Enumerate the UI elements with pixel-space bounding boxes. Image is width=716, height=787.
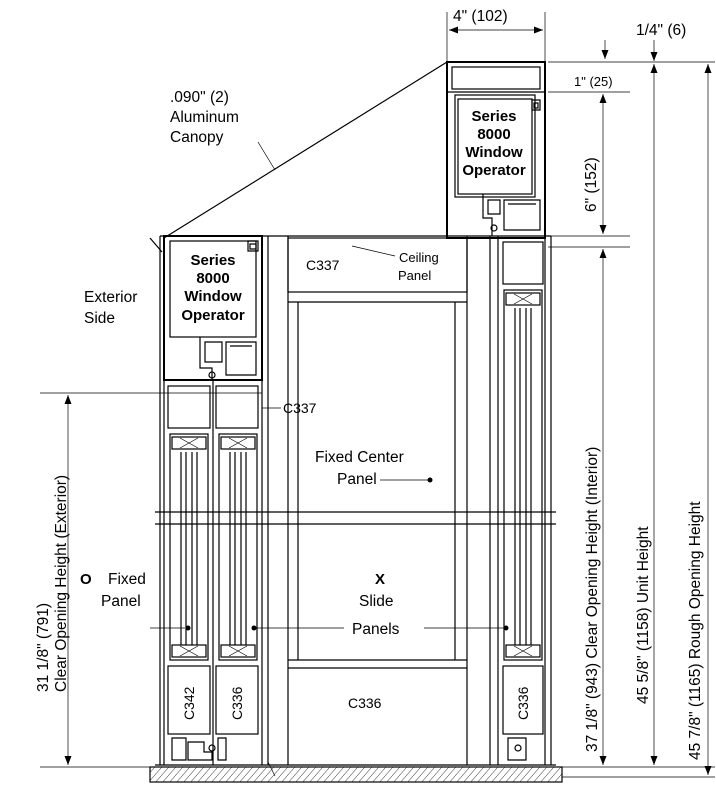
width-dimension: 4" (102) <box>446 8 546 62</box>
fixed-panel-label: O Fixed Panel <box>80 571 191 631</box>
fixed-center-label-2: Panel <box>337 471 377 488</box>
left-operator-series: Series <box>190 252 235 269</box>
six-inch-dimension: 6" (152) <box>548 94 630 237</box>
upper-operator-operator: Operator <box>462 162 526 179</box>
slide-x-marker: X <box>375 571 385 588</box>
quarter-inch-dimension: 1/4" (6) <box>548 22 715 63</box>
c342-label: C342 <box>181 686 197 720</box>
slide-panels-label: X Slide Panels <box>251 571 509 638</box>
left-c337-blocks: C337 <box>167 380 317 765</box>
upper-operator-series: Series <box>471 108 516 125</box>
fixed-panel-label-2: Panel <box>101 593 141 610</box>
slide-panel-sash-left <box>218 433 258 661</box>
upper-operator-window: Window <box>465 144 523 161</box>
rough-opening-label: 45 7/8" (1165) Rough Opening Height <box>687 501 704 760</box>
upper-operator: Series 8000 Window Operator 1" (25) <box>446 61 630 239</box>
six-inch-label: 6" (152) <box>583 157 600 212</box>
left-operator: Series 8000 Window Operator <box>163 235 263 381</box>
canopy-label-1: .090" (2) <box>170 89 229 106</box>
canopy-label-2: Aluminum <box>170 109 239 126</box>
left-operator-8000: 8000 <box>196 270 229 287</box>
sill <box>149 761 563 783</box>
unit-height-dimension: 45 5/8" (1158) Unit Height <box>635 64 658 765</box>
left-c337-label: C337 <box>283 400 317 416</box>
exterior-label-2: Side <box>84 310 115 327</box>
left-operator-operator: Operator <box>181 307 245 324</box>
c336-center-label: C336 <box>348 695 382 711</box>
clear-interior-label: 37 1/8" (943) Clear Opening Height (Inte… <box>584 447 601 752</box>
fixed-panel-label-1: Fixed <box>108 571 146 588</box>
slide-label-1: Slide <box>359 593 393 610</box>
fixed-panel-sash <box>169 433 209 661</box>
fixed-o-marker: O <box>80 571 92 588</box>
ceiling-label-1: Ceiling <box>399 250 439 265</box>
left-operator-window: Window <box>184 288 242 305</box>
c336-right-label: C336 <box>515 686 531 720</box>
canopy: .090" (2) Aluminum Canopy <box>149 61 448 253</box>
upper-operator-8000: 8000 <box>477 126 510 143</box>
width-4in-label: 4" (102) <box>453 8 508 25</box>
clear-exterior-dimension: 31 1/8" (791) Clear Opening Height (Exte… <box>35 392 262 768</box>
slide-label-2: Panels <box>352 621 400 638</box>
fixed-center-label-1: Fixed Center <box>315 449 404 466</box>
rough-opening-dimension: 45 7/8" (1165) Rough Opening Height <box>562 64 715 778</box>
canopy-label-3: Canopy <box>170 129 224 146</box>
clear-interior-dimension: 37 1/8" (943) Clear Opening Height (Inte… <box>548 246 715 768</box>
quarter-inch-label: 1/4" (6) <box>636 22 686 39</box>
ceiling-label-2: Panel <box>398 268 431 283</box>
c336-left-label: C336 <box>229 686 245 720</box>
unit-height-label: 45 5/8" (1158) Unit Height <box>635 526 652 704</box>
ceiling-c337-label: C337 <box>306 257 340 273</box>
ceiling-panel: C337 Ceiling Panel <box>287 237 468 303</box>
exterior-label-1: Exterior <box>84 289 137 306</box>
mid-break-bands <box>155 511 556 525</box>
slide-panel-sash-right <box>502 241 544 661</box>
frame-members <box>159 235 552 765</box>
one-inch-label: 1" (25) <box>574 74 613 89</box>
clear-exterior-label-1: 31 1/8" (791) <box>35 603 52 692</box>
clear-exterior-label-2: Clear Opening Height (Exterior) <box>53 475 70 692</box>
bottom-rail: C342 C336 C336 C336 <box>155 659 556 766</box>
